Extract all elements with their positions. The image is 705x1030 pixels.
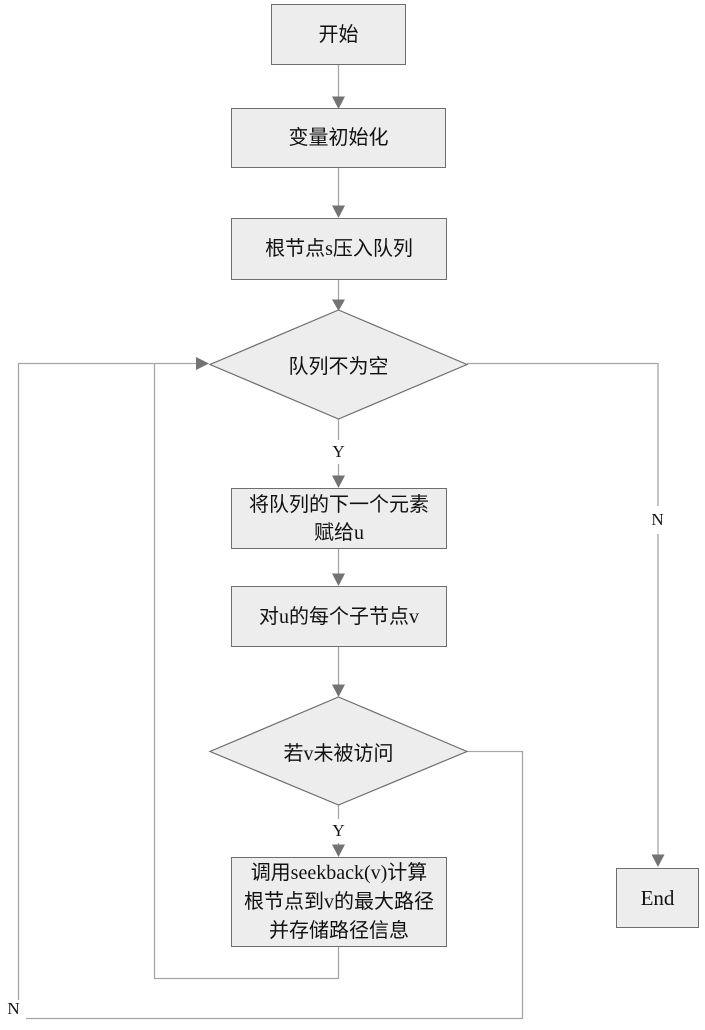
decision-queue-not-empty-label: 队列不为空 <box>288 355 389 378</box>
node-each-child: 对u的每个子节点v <box>231 586 447 647</box>
node-push-root-to-queue: 根节点s压入队列 <box>231 218 447 280</box>
arrowhead-push <box>332 205 345 218</box>
connector-queuecheck-end <box>467 362 659 855</box>
node-assign-next-element: 将队列的下一个元素 赋给u <box>231 488 447 549</box>
arrowhead-visitcheck <box>332 684 345 697</box>
edge-label-visit-yes: Y <box>327 819 350 843</box>
connector-seekback-return <box>153 364 340 980</box>
arrowhead-queuecheck <box>332 299 345 311</box>
arrowhead-next <box>332 475 345 488</box>
edge-label-visit-no: N <box>7 999 20 1018</box>
decision-v-not-visited <box>208 696 469 806</box>
edge-label-queue-no: N <box>645 506 670 534</box>
node-start: 开始 <box>271 4 406 65</box>
connector-return-outer <box>17 362 196 1000</box>
arrowhead-end <box>651 854 665 867</box>
arrowhead-init <box>332 96 345 109</box>
node-seekback: 调用seekback(v)计算 根节点到v的最大路径 并存储路径信息 <box>231 857 447 947</box>
arrowhead-queuecheck-left <box>196 357 209 370</box>
connector-visitcheck-bottom <box>26 750 524 1020</box>
arrowhead-eachchild <box>332 573 345 586</box>
edge-label-queue-yes: Y <box>327 440 350 464</box>
node-end: End <box>616 868 699 928</box>
node-init-variables: 变量初始化 <box>231 108 446 168</box>
decision-queue-not-empty <box>208 309 469 420</box>
decision-v-not-visited-label: 若v未被访问 <box>283 742 394 765</box>
arrowhead-seekback <box>332 844 345 857</box>
